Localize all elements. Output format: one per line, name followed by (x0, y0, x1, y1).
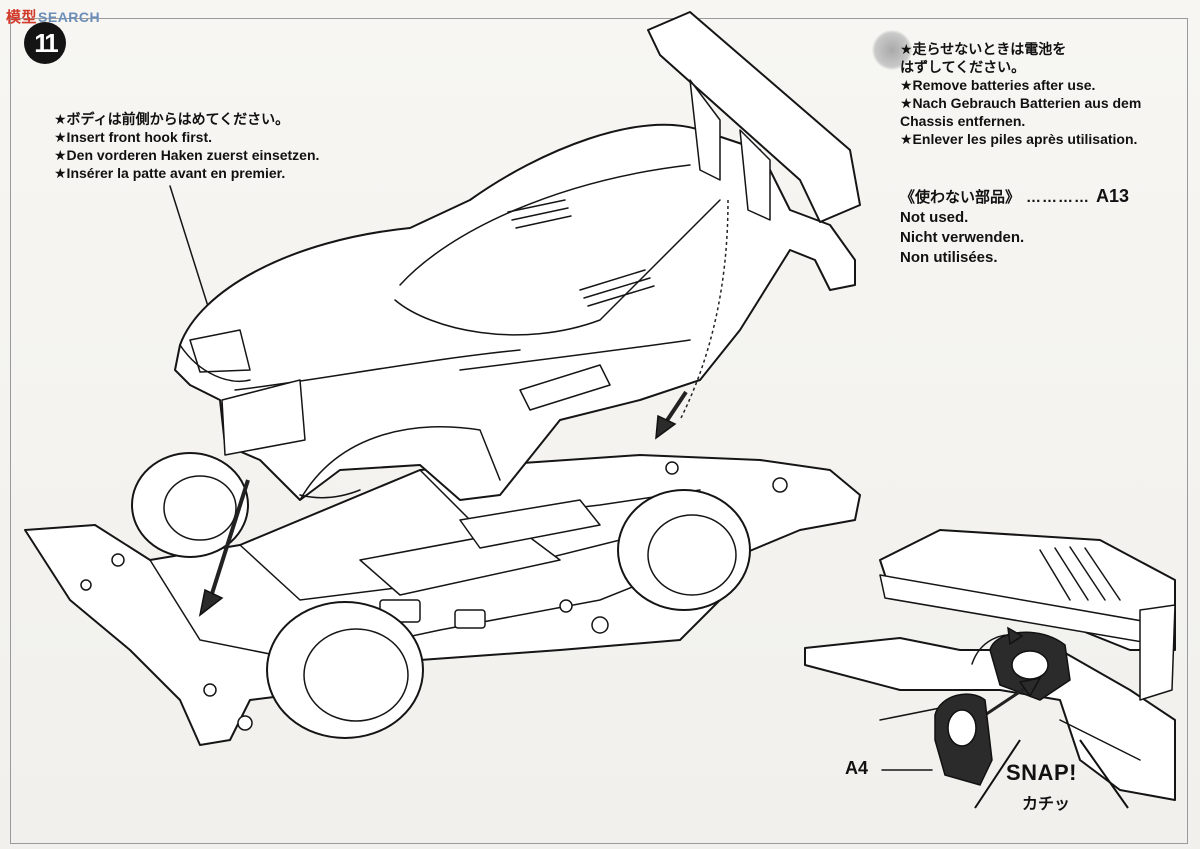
snap-arrow-head (1018, 676, 1042, 698)
battery-note-jp2: はずしてください。 (900, 59, 1026, 75)
body-hook-note-fr: ★Insérer la patte avant en premier. (54, 165, 286, 181)
part-a4-label: A4 (845, 758, 869, 778)
snap-arrow-line (984, 683, 1031, 717)
snap-label: SNAP! (1006, 760, 1077, 785)
rotate-arrow-head (1007, 626, 1024, 646)
a4-part-icon (934, 693, 993, 786)
battery-note-de2: Chassis entfernen. (900, 113, 1026, 129)
page-frame (10, 18, 1188, 844)
not-used-fr: Non utilisées. (900, 249, 998, 266)
body-hook-note-de: ★Den vorderen Haken zuerst einsetzen. (54, 147, 320, 163)
battery-note-en: ★Remove batteries after use. (900, 77, 1096, 93)
insert-arrow-front-icon (198, 479, 250, 617)
watermark: 模型SEARCH (6, 6, 100, 27)
not-used-en: Not used. (900, 209, 969, 226)
body-hook-note-jp: ★ボディは前側からはめてください。 (54, 111, 290, 127)
battery-note-fr: ★Enlever les piles après utilisation. (900, 131, 1138, 147)
snap-mark-right (1079, 739, 1129, 809)
battery-note-de1: ★Nach Gebrauch Batterien aus dem (900, 95, 1142, 111)
rear-wing-icon (647, 11, 861, 223)
left-rear-wheel-icon (131, 452, 249, 558)
body-hook-note-en: ★Insert front hook first. (54, 129, 212, 145)
battery-note-jp1: ★走らせないときは電池を (900, 41, 1067, 57)
not-used-note: 《使わない部品》 ………… A13 Not used. Nicht verwen… (900, 186, 1129, 268)
rear-wheel-icon (617, 489, 751, 611)
note-shade-mark (872, 30, 912, 70)
battery-note: ★走らせないときは電池を はずしてください。 ★Remove batteries… (900, 40, 1141, 148)
not-used-dots: ………… (1026, 189, 1091, 206)
watermark-text: SEARCH (38, 9, 101, 25)
body-hook-note: ★ボディは前側からはめてください。 ★Insert front hook fir… (54, 110, 319, 182)
snap-mark-left (974, 739, 1021, 809)
car-body-icon (174, 123, 856, 501)
dashed-guide-line (679, 199, 729, 421)
not-used-jp: 《使わない部品》 (900, 189, 1021, 206)
not-used-part: A13 (1096, 186, 1130, 206)
not-used-heading: 《使わない部品》 ………… A13 (900, 186, 1129, 208)
rear-detail-icon (804, 529, 1176, 801)
watermark-cn: 模型 (6, 9, 38, 26)
step-number-badge: 11 (24, 22, 66, 64)
not-used-de: Nicht verwenden. (900, 229, 1025, 246)
roller-mounted-icon (989, 631, 1071, 701)
insert-arrow-rear-icon (655, 390, 688, 440)
snap-label-jp: カチッ (1022, 796, 1071, 813)
front-wheel-icon (266, 601, 424, 739)
